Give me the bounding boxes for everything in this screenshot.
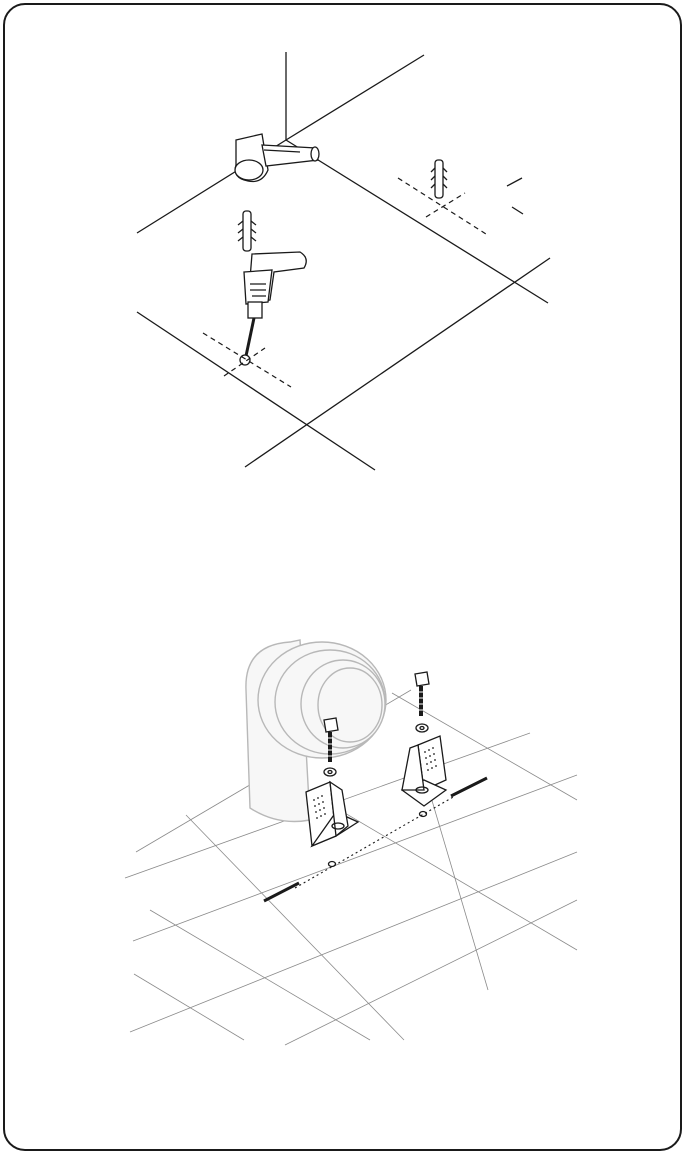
- floor-hole-right: [420, 812, 427, 817]
- washer-icon: [324, 768, 336, 776]
- drill-hole-marker: [203, 333, 291, 387]
- wall-plug-icon: [238, 211, 256, 251]
- power-drill-icon: [244, 252, 306, 356]
- floor-hole-left: [329, 862, 336, 867]
- angle-bracket-icon: [306, 782, 358, 846]
- marking-line-right: [451, 778, 487, 796]
- panel-drilling: [137, 52, 550, 470]
- washer-icon: [416, 724, 428, 732]
- pipe-elbow-icon: [235, 134, 319, 182]
- angle-bracket-icon: [402, 736, 446, 806]
- wall-plug-icon: [398, 160, 486, 234]
- panel-brackets: [125, 640, 577, 1045]
- screw-icon: [415, 672, 429, 716]
- floor-lines-top: [137, 52, 550, 470]
